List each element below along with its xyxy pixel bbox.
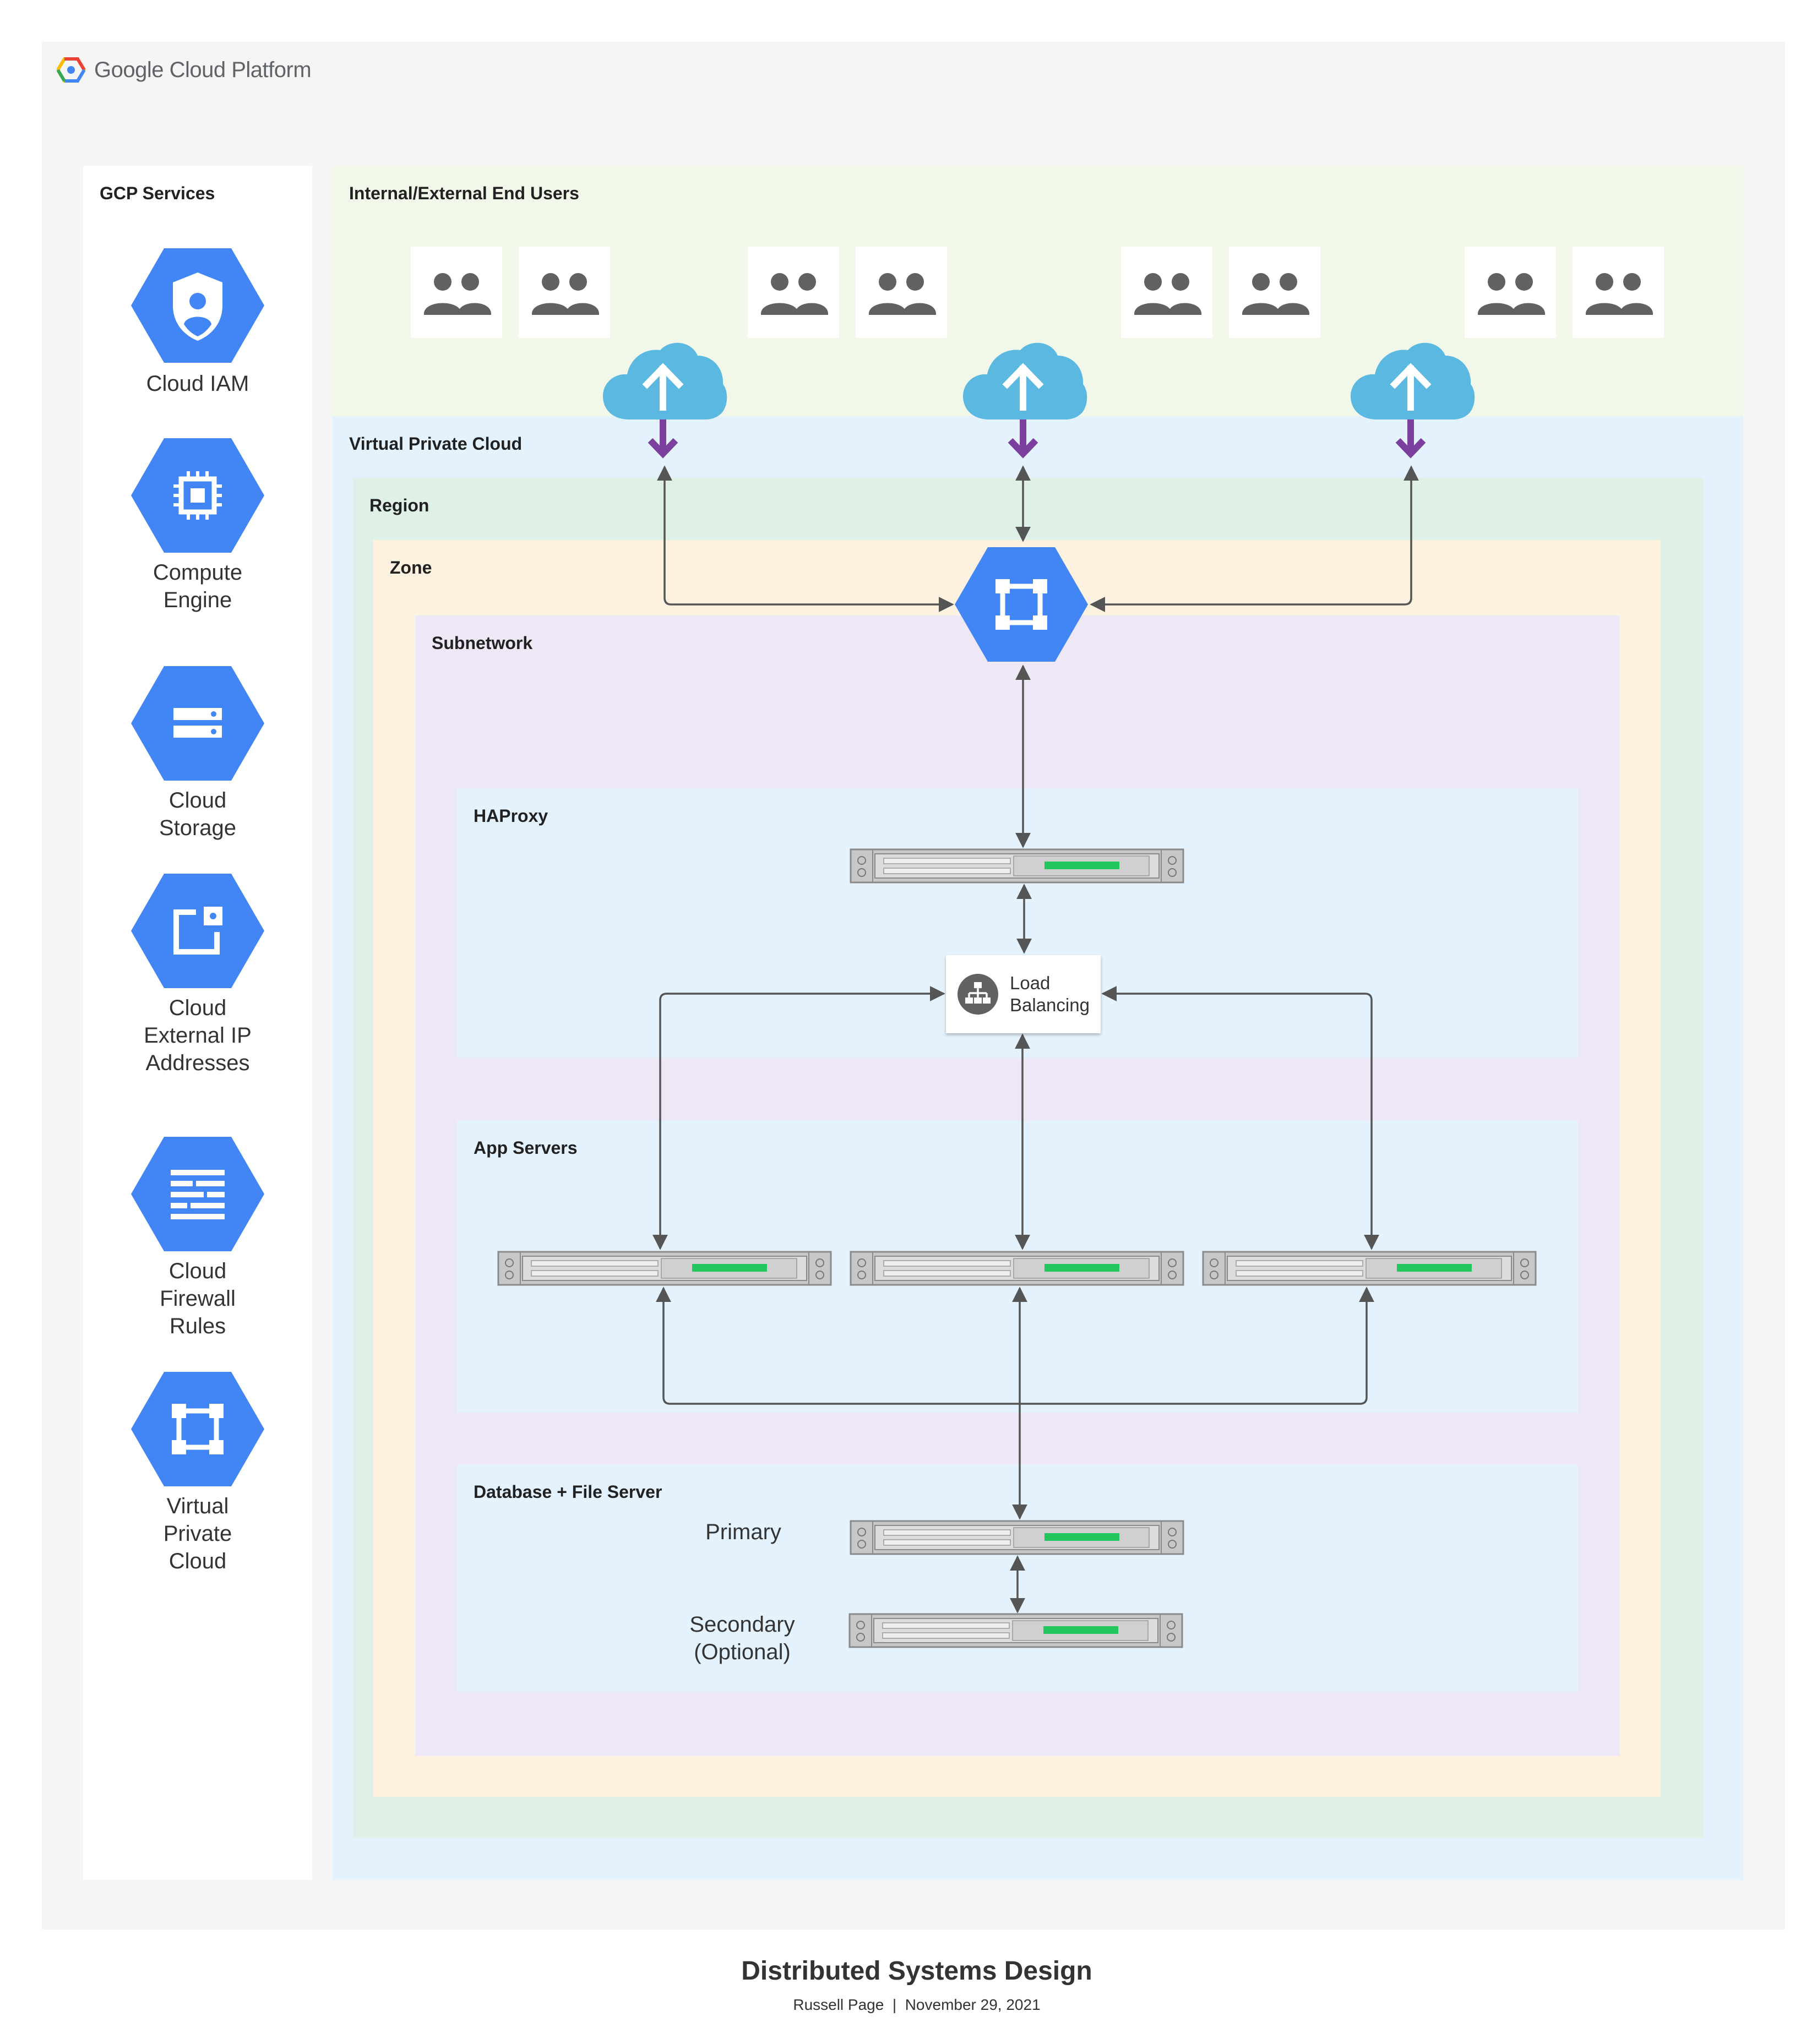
gcp-brand: Google Cloud Platform [57,57,312,83]
service-label-line: Cloud IAM [146,372,249,396]
service-label-line: Engine [163,588,232,612]
db-primary-label: Primary [705,1520,781,1544]
compute-engine-icon [131,438,264,553]
panel-title: HAProxy [474,806,548,826]
app-server-1 [497,1251,832,1286]
db-secondary-line: (Optional) [694,1640,791,1664]
db-secondary-server [848,1613,1183,1648]
db-primary-server [850,1520,1184,1555]
service-label-line: Cloud [168,996,227,1020]
connector-app1-bus [656,1287,1374,1405]
external-ip-icon [131,874,264,988]
cloud-internet-icon [603,343,727,454]
firewall-icon [131,1137,264,1251]
service-label-line: External IP [144,1023,252,1048]
service-label-line: Addresses [145,1051,250,1075]
cloud-iam-icon [131,248,264,363]
vpc-icon [131,1372,264,1486]
service-cloud-storage: Cloud Storage [83,664,312,842]
cloud-internet-icon [963,343,1087,454]
cloud-storage-icon [131,666,264,781]
service-label-line: Virtual [166,1494,229,1518]
panel-title: Database + File Server [474,1482,662,1502]
cloud-internet-icon [1351,343,1475,454]
panel-title: Subnetwork [432,633,533,653]
user-group-icon [1121,247,1212,338]
service-label-line: Storage [159,816,237,840]
service-label-line: Rules [169,1314,226,1338]
db-secondary-line: Secondary [689,1612,795,1637]
panel-title: Internal/External End Users [349,183,579,203]
diagram-subtitle: Russell Page | November 29, 2021 [793,1996,1041,2013]
load-balancer-icon [958,974,998,1015]
panel-title: Zone [390,558,432,577]
user-group-icon [748,247,839,338]
panel-title: Virtual Private Cloud [349,434,523,454]
app-server-2 [850,1251,1184,1286]
service-external-ip: Cloud External IP Addresses [83,871,312,1077]
service-label-line: Cloud [168,1259,227,1283]
service-label-line: Private [163,1522,232,1546]
db-secondary-label: Secondary (Optional) [660,1611,825,1666]
service-label-line: Cloud [168,788,227,813]
lb-label-line: Load [1010,973,1051,993]
service-label-line: Cloud [168,1549,227,1573]
connector-cloud3-router [1090,465,1419,612]
panel-title: Region [369,495,429,515]
service-vpc: Virtual Private Cloud [83,1370,312,1575]
user-group-icon [411,247,502,338]
panel-title: App Servers [474,1138,578,1158]
service-firewall-rules: Cloud Firewall Rules [83,1135,312,1340]
user-group-icon [1465,247,1556,338]
diagram-title: Distributed Systems Design [741,1956,1092,1986]
app-server-3 [1202,1251,1537,1286]
service-label-line: Compute [153,560,243,585]
gcp-logo-icon [57,57,85,83]
load-balancer-box: Load Balancing [946,955,1101,1033]
connector-cloud1-router [657,465,954,612]
haproxy-server [850,848,1184,884]
user-group-icon [1229,247,1320,338]
service-label-line: Firewall [160,1287,236,1311]
service-cloud-iam: Cloud IAM [83,246,312,397]
panel-title: GCP Services [100,183,215,203]
lb-label-line: Balancing [1010,995,1090,1015]
connector-lb-app3 [1101,986,1379,1250]
user-group-icon [856,247,947,338]
user-group-icon [519,247,610,338]
service-compute-engine: Compute Engine [83,436,312,614]
user-group-icon [1573,247,1664,338]
connector-lb-app1 [652,986,945,1250]
brand-name: Google Cloud Platform [94,57,312,82]
vpc-router-icon [955,547,1088,662]
